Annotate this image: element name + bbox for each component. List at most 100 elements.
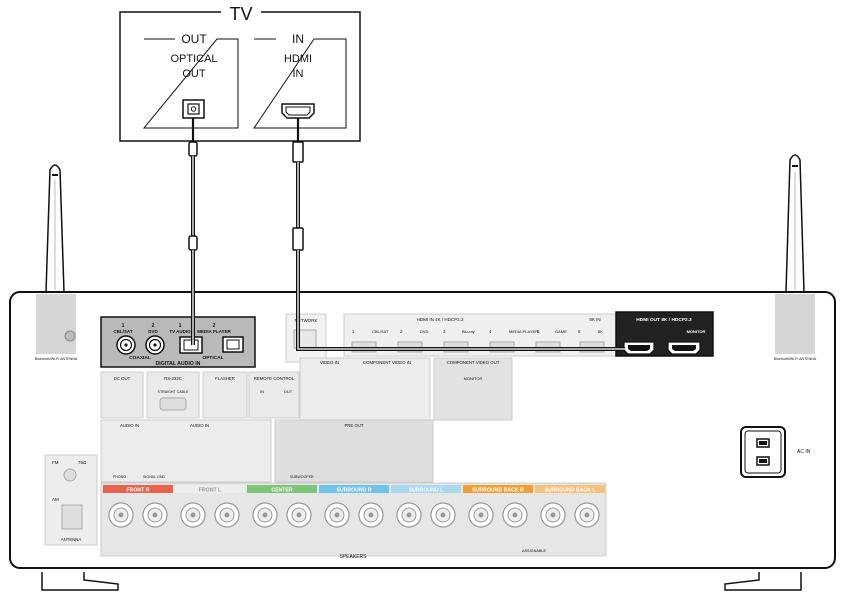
component-in-label: COMPONENT VIDEO IN bbox=[363, 360, 411, 365]
digital-audio-in-panel: 1 CBL/SAT 2 DVD 1 TV AUDIO 2 MEDIA PLAYE… bbox=[100, 316, 256, 368]
svg-text:1: 1 bbox=[179, 323, 182, 329]
hdmi-out-label: HDMI OUT 8K / HDCP2.3 bbox=[636, 317, 692, 323]
optical-label: OPTICAL bbox=[202, 355, 223, 361]
remote-control-label: REMOTE CONTROL bbox=[254, 376, 295, 381]
control-section: DC OUT RS-232C STRAIGHT CABLE FLASHER RE… bbox=[100, 371, 300, 419]
speaker-terminal[interactable] bbox=[108, 502, 134, 528]
hdmi-input-1-name: CBL/SAT bbox=[372, 329, 389, 334]
hdmi-8k-in-label: 8K IN bbox=[589, 317, 600, 322]
audio-section: AUDIO IN AUDIO IN PHONO SIGNAL GND PRE O… bbox=[100, 419, 434, 483]
coaxial-label: COAXIAL bbox=[129, 355, 151, 361]
speaker-group-color-bar bbox=[391, 485, 461, 493]
svg-text:1: 1 bbox=[122, 323, 125, 329]
svg-text:6: 6 bbox=[578, 329, 581, 334]
speaker-terminal[interactable] bbox=[286, 502, 312, 528]
speaker-terminal[interactable] bbox=[324, 502, 350, 528]
monitor-label: MONITOR bbox=[464, 376, 483, 381]
foot-right bbox=[724, 572, 802, 591]
ac-in-socket[interactable] bbox=[740, 426, 786, 478]
speaker-group-label: SURROUND L bbox=[409, 487, 444, 493]
hdmi-input-6-name: 8K bbox=[598, 329, 603, 334]
hdmi-plug-bottom bbox=[292, 227, 304, 251]
speaker-group-color-bar bbox=[535, 485, 605, 493]
ac-in-section: AC IN bbox=[740, 426, 811, 478]
tv-device: TV OUT OPTICAL OUT IN HDMI IN bbox=[119, 4, 361, 142]
hdmi-out-monitor-label: MONITOR bbox=[687, 329, 706, 334]
optical-1-label: TV AUDIO bbox=[169, 329, 191, 334]
optical-plug-top bbox=[188, 141, 198, 157]
svg-text:2: 2 bbox=[400, 329, 403, 334]
speaker-terminals: SPEAKERS ASSIGNABLE FRONT R FRONT L CENTER… bbox=[100, 482, 607, 560]
speaker-group-label: FRONT R bbox=[126, 487, 149, 493]
optical-out-label-2: OUT bbox=[182, 68, 206, 80]
speaker-terminal[interactable] bbox=[430, 502, 456, 528]
antenna-left-base: Bluetooth/Wi-Fi ANTENNA bbox=[35, 294, 78, 361]
svg-text:1: 1 bbox=[352, 329, 355, 334]
speaker-group-label: SURROUND BACK L bbox=[544, 487, 596, 493]
tv-title: TV bbox=[229, 4, 252, 24]
speaker-terminal[interactable] bbox=[358, 502, 384, 528]
ac-in-label: AC IN bbox=[797, 449, 811, 455]
coaxial-in-1-jack[interactable] bbox=[116, 335, 136, 355]
network-section: NETWORK bbox=[285, 313, 327, 363]
speaker-group-0: FRONT R bbox=[103, 485, 173, 528]
dc-out-label: DC OUT bbox=[114, 376, 131, 381]
speaker-group-color-bar bbox=[463, 485, 533, 493]
optical-out-label-1: OPTICAL bbox=[170, 53, 217, 65]
speaker-group-label: SURROUND R bbox=[336, 487, 371, 493]
tuner-antenna-label: ANTENNA bbox=[61, 537, 82, 542]
video-section: VIDEO IN COMPONENT VIDEO IN COMPONENT VI… bbox=[299, 357, 513, 421]
optical-in-2-port[interactable] bbox=[222, 336, 244, 353]
speaker-terminal[interactable] bbox=[142, 502, 168, 528]
digital-audio-in-label: DIGITAL AUDIO IN bbox=[156, 361, 201, 367]
svg-text:2: 2 bbox=[213, 323, 216, 329]
speaker-terminal[interactable] bbox=[502, 502, 528, 528]
speaker-group-6: SURROUND BACK L bbox=[535, 485, 605, 528]
antenna-right[interactable] bbox=[785, 154, 805, 293]
speaker-group-label: FRONT L bbox=[199, 487, 222, 493]
speaker-terminal[interactable] bbox=[574, 502, 600, 528]
speaker-terminal[interactable] bbox=[180, 502, 206, 528]
svg-text:3: 3 bbox=[443, 329, 446, 334]
optical-cable[interactable] bbox=[188, 118, 198, 345]
am-antenna-terminal[interactable] bbox=[61, 504, 83, 530]
svg-text:5: 5 bbox=[537, 329, 540, 334]
speaker-terminal[interactable] bbox=[252, 502, 278, 528]
speaker-group-color-bar bbox=[103, 485, 173, 493]
component-out-label: COMPONENT VIDEO OUT bbox=[447, 360, 500, 365]
speaker-group-5: SURROUND BACK R bbox=[463, 485, 533, 528]
hdmi-in-label-1: HDMI bbox=[284, 53, 312, 65]
hdmi-cable[interactable] bbox=[292, 118, 625, 351]
hdmi-in-label: HDMI IN 4K / HDCP2.3 bbox=[417, 317, 464, 322]
speaker-group-4: SURROUND L bbox=[391, 485, 461, 528]
speaker-terminal[interactable] bbox=[396, 502, 422, 528]
coaxial-1-label: CBL/SAT bbox=[113, 329, 132, 334]
antenna-left-label: Bluetooth/Wi-Fi ANTENNA bbox=[35, 357, 78, 361]
optical-2-label: MEDIA PLAYER bbox=[197, 329, 231, 334]
speaker-terminal[interactable] bbox=[468, 502, 494, 528]
speaker-group-color-bar bbox=[319, 485, 389, 493]
coaxial-in-2-jack[interactable] bbox=[145, 335, 165, 355]
speakers-label: SPEAKERS bbox=[340, 554, 368, 560]
hdmi-input-2-name: DVD bbox=[420, 329, 429, 334]
optical-out-port[interactable] bbox=[182, 99, 205, 119]
assignable-label: ASSIGNABLE bbox=[522, 549, 547, 553]
coaxial-2-label: DVD bbox=[148, 329, 158, 334]
hdmi-in-port[interactable] bbox=[281, 103, 315, 119]
antenna-left[interactable] bbox=[45, 164, 65, 293]
speaker-terminal[interactable] bbox=[540, 502, 566, 528]
remote-in-label: IN bbox=[260, 389, 264, 394]
am-label: AM bbox=[52, 497, 59, 502]
antenna-right-label: Bluetooth/Wi-Fi ANTENNA bbox=[774, 357, 817, 361]
phono-label: PHONO bbox=[113, 475, 126, 479]
rs232c-port[interactable] bbox=[159, 397, 187, 411]
remote-out-label: OUT bbox=[284, 389, 293, 394]
fm-antenna-jack[interactable] bbox=[63, 468, 77, 482]
hdmi-out-2-port[interactable] bbox=[667, 341, 701, 355]
speaker-group-2: CENTER bbox=[247, 485, 317, 528]
speaker-terminal[interactable] bbox=[214, 502, 240, 528]
hdmi-out-1-port[interactable] bbox=[623, 341, 655, 355]
svg-text:4: 4 bbox=[489, 329, 492, 334]
rs232c-label: RS-232C bbox=[164, 376, 182, 381]
